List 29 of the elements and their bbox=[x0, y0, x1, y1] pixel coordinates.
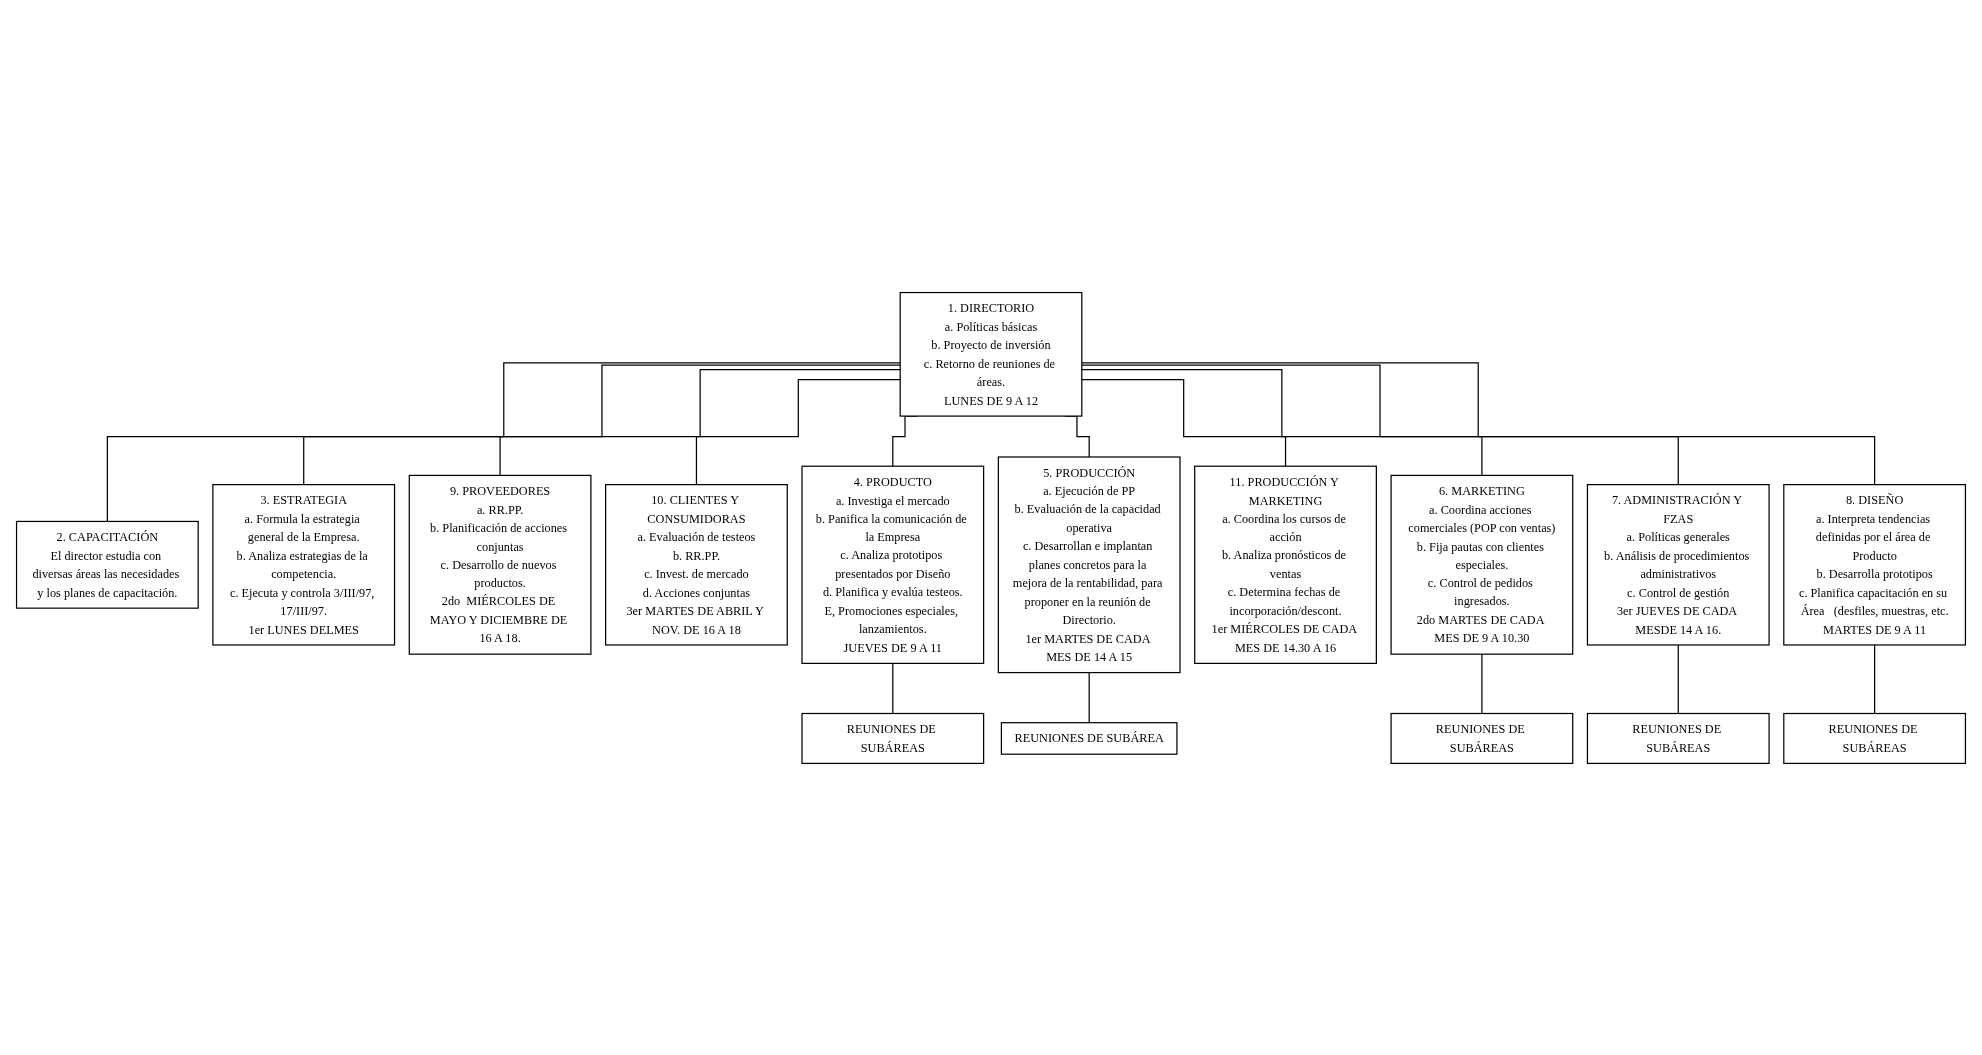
connector bbox=[303, 364, 901, 485]
node-box: 2. CAPACITACIÓN El director estudia con diversas áreas las necesidades y los planes de capacitación. bbox=[15, 520, 199, 609]
node-box: 3. ESTRATEGIA a. Formula la estrategia general de la Empresa. b. Analiza estrategias de la competencia. c. Ejecuta y controla 3/III/97, 17/III/97. 1er LUNES DELMES bbox=[212, 483, 396, 646]
node-box: 5. PRODUCCIÓN a. Ejecución de PP b. Evaluación de la capacidad operativa c. Desarrollan e implantan planes concretos para la mejora de la rentabilidad, para proponer en la reunión de Directorio. 1er MARTES DE CADA MES DE 14 A 15 bbox=[997, 455, 1181, 673]
connector bbox=[1677, 643, 1679, 714]
node-box: 4. PRODUCTO a. Investiga el mercado b. Panifica la comunicación de la Empresa c. Analiza prototipos presentados por Diseño d. Planifica y evalúa testeos. E, Promociones especiales, lanzamientos. JUEVES DE 9 A 11 bbox=[801, 465, 985, 664]
connector bbox=[1081, 364, 1679, 485]
connector bbox=[106, 361, 901, 522]
connector bbox=[1081, 368, 1483, 476]
node-box: 1. DIRECTORIO a. Políticas básicas b. Proyecto de inversión c. Retorno de reuniones de áreas. LUNES DE 9 A 12 bbox=[899, 291, 1083, 417]
node-box: 9. PROVEEDORES a. RR.PP. b. Planificación de acciones conjuntas c. Desarrollo de nuevos productos. 2do MIÉRCOLES DE MAYO Y DICIEMBRE DE 16 A 18. bbox=[408, 474, 592, 655]
connector bbox=[695, 378, 901, 485]
connector bbox=[1088, 671, 1090, 723]
node-box: 10. CLIENTES Y CONSUMIDORAS a. Evaluación de testeos b. RR.PP. c. Invest. de mercado d. Acciones conjuntas 3er MARTES DE ABRIL Y NOV. DE 16 A 18 bbox=[605, 483, 788, 646]
connector bbox=[499, 368, 901, 476]
connector bbox=[1874, 643, 1876, 714]
node-box: REUNIONES DE SUBÁREAS bbox=[1783, 712, 1967, 764]
node-box: REUNIONES DE SUBÁREAS bbox=[1390, 712, 1574, 764]
connector bbox=[1081, 378, 1287, 467]
node-box: REUNIONES DE SUBÁREA bbox=[1000, 721, 1178, 755]
node-box: 6. MARKETING a. Coordina acciones comerciales (POP con ventas) b. Fija pautas con clientes especiales. c. Control de pedidos ingresados. 2do MARTES DE CADA MES DE 9 A 10.30 bbox=[1390, 474, 1574, 655]
connector bbox=[1081, 361, 1876, 485]
connector bbox=[1481, 653, 1483, 714]
node-box: 11. PRODUCCIÓN Y MARKETING a. Coordina los cursos de acción b. Analiza pronósticos de ventas c. Determina fechas de incorporación/descont. 1er MIÉRCOLES DE CADA MES DE 14.30 A 16 bbox=[1194, 465, 1377, 664]
node-box: 8. DISEÑO a. Interpreta tendencias definidas por el área de Producto b. Desarrolla prototipos c. Planifica capacitación en su Área (desfiles, muestras, etc. MARTES DE 9 A 11 bbox=[1783, 483, 1967, 646]
node-box: REUNIONES DE SUBÁREAS bbox=[1586, 712, 1770, 764]
connector bbox=[892, 662, 894, 714]
node-box: REUNIONES DE SUBÁREAS bbox=[801, 712, 985, 764]
node-box: 7. ADMINISTRACIÓN Y FZAS a. Políticas generales b. Análisis de procedimientos administrativos c. Control de gestión 3er JUEVES DE CADA MESDE 14 A 16. bbox=[1586, 483, 1770, 646]
